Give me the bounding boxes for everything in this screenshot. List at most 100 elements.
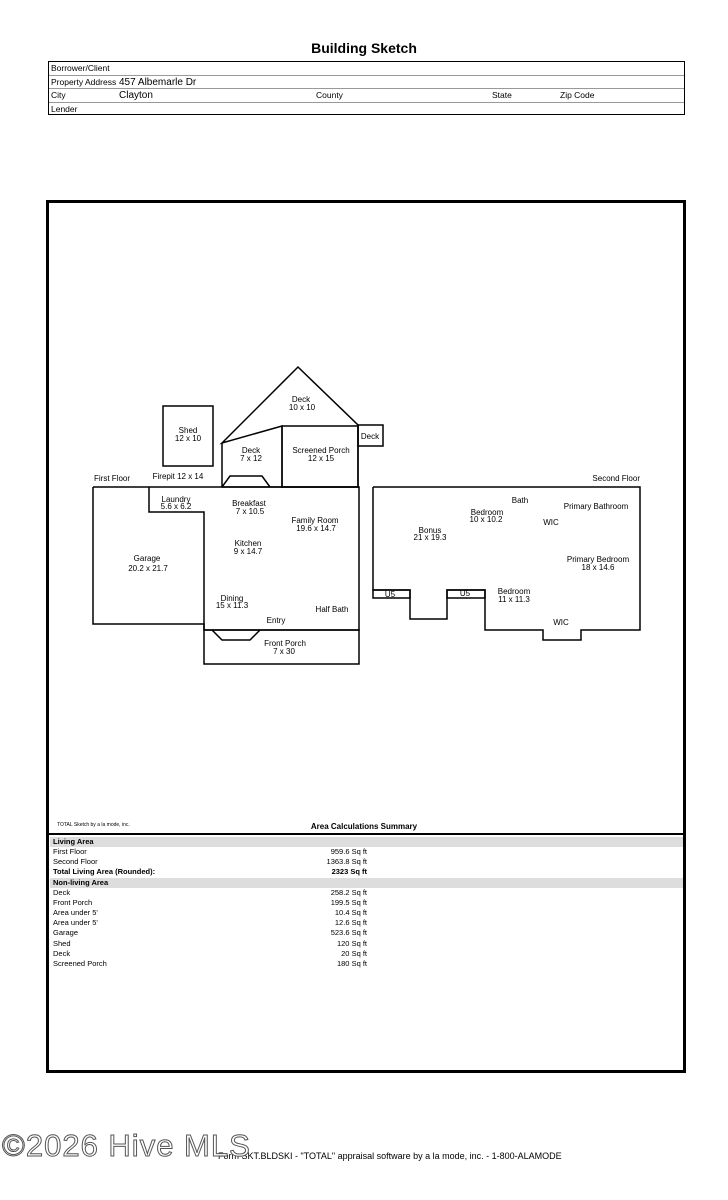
summary-title: Area Calculations Summary	[310, 822, 418, 831]
dining-bay	[211, 629, 261, 641]
row-value: 959.6 Sq ft	[330, 847, 367, 856]
borrower-label: Borrower/Client	[51, 63, 110, 73]
laundry-dim: 5.6 x 6.2	[161, 502, 192, 511]
garage-dim: 20.2 x 21.7	[128, 564, 168, 573]
summary-row: First Floor 959.6 Sq ft	[50, 847, 683, 857]
city-label: City	[51, 90, 66, 100]
bedroom1-label: Bedroom	[471, 508, 504, 517]
wic1-label: WIC	[543, 518, 559, 527]
deck-mid-dim: 7 x 12	[240, 454, 262, 463]
laundry-label: Laundry	[162, 495, 191, 504]
garage-label: Garage	[134, 554, 161, 563]
shed-outline	[162, 405, 214, 467]
row-value: 120 Sq ft	[336, 938, 367, 948]
shed-label: Shed	[179, 426, 198, 435]
row-value: 1363.8 Sq ft	[326, 857, 367, 867]
summary-row: Screened Porch 180 Sq ft	[50, 959, 683, 969]
bonus-label: Bonus	[419, 526, 442, 535]
summary-row: Shed 120 Sq ft	[50, 939, 683, 949]
sketch-frame	[46, 200, 686, 1073]
row-name: Total Living Area (Rounded):	[53, 867, 156, 877]
row-name: Deck	[53, 887, 71, 897]
header-table: Borrower/Client Property Address 457 Alb…	[48, 61, 685, 115]
second-floor-outline	[372, 486, 641, 641]
borrower-row: Borrower/Client	[49, 62, 684, 76]
kitchen-label: Kitchen	[235, 539, 262, 548]
summary-row: Second Floor 1363.8 Sq ft	[50, 857, 683, 867]
row-value: 12.6 Sq ft	[334, 918, 367, 928]
u5-area-1	[372, 589, 411, 599]
row-value: 20 Sq ft	[341, 948, 367, 958]
city-row: City Clayton County State Zip Code	[49, 89, 684, 103]
u5-area-2	[446, 589, 486, 599]
screened-dim: 12 x 15	[308, 454, 335, 463]
family-dim: 19.6 x 14.7	[296, 524, 336, 533]
primary-bed-label: Primary Bedroom	[567, 555, 630, 564]
row-value: 10.4 Sq ft	[334, 907, 367, 917]
breakfast-dim: 7 x 10.5	[236, 507, 265, 516]
deck-outline	[219, 365, 359, 488]
row-name: Area under 5'	[53, 918, 98, 928]
row-name: First Floor	[53, 847, 87, 856]
row-value: 258.2 Sq ft	[330, 887, 367, 897]
first-floor-label: First Floor	[94, 474, 130, 483]
garage-wall	[148, 487, 205, 630]
row-name: Area under 5'	[53, 907, 98, 917]
row-name: Screened Porch	[53, 958, 107, 968]
entry-label: Entry	[267, 616, 286, 625]
bath-label: Bath	[512, 496, 528, 505]
page-title: Building Sketch	[311, 40, 417, 56]
address-value: 457 Albemarle Dr	[119, 76, 197, 88]
bedroom2-dim: 11 x 11.3	[498, 595, 530, 604]
summary-row: Area under 5' 12.6 Sq ft	[50, 918, 683, 928]
lender-row: Lender	[49, 103, 684, 117]
row-value: 523.6 Sq ft	[330, 928, 367, 938]
frontporch-dim: 7 x 30	[273, 647, 295, 656]
wic2-label: WIC	[553, 618, 569, 627]
dining-label: Dining	[221, 594, 244, 603]
frontporch-label: Front Porch	[264, 639, 306, 648]
primary-bed-dim: 18 x 14.6	[582, 563, 615, 572]
breakfast-bay	[221, 475, 271, 488]
bedroom1-dim: 10 x 10.2	[470, 515, 503, 524]
front-porch-outline	[203, 629, 360, 665]
row-name: Shed	[53, 938, 71, 948]
screened-label: Screened Porch	[292, 446, 349, 455]
form-footer: Form SKT.BLDSKI - "TOTAL" appraisal soft…	[218, 1151, 562, 1161]
row-name: Second Floor	[53, 857, 98, 867]
row-value: 180 Sq ft	[336, 958, 367, 968]
family-label: Family Room	[291, 516, 338, 525]
row-value: 2323 Sq ft	[331, 867, 367, 877]
summary-row: Deck 258.2 Sq ft	[50, 888, 683, 898]
deck-small-label: Deck	[361, 432, 380, 441]
bedroom2-label: Bedroom	[498, 587, 531, 596]
address-label: Property Address	[51, 76, 117, 87]
county-label: County	[316, 90, 343, 100]
halfbath-label: Half Bath	[316, 605, 349, 614]
watermark: ©2026 Hive MLS	[2, 1128, 251, 1164]
row-name: Front Porch	[53, 897, 93, 907]
deck-mid-label: Deck	[242, 446, 261, 455]
lender-label: Lender	[51, 103, 78, 114]
deck-top-label: Deck	[292, 395, 311, 404]
second-floor-label: Second Floor	[592, 474, 640, 483]
non-living-area-heading: Non-living Area	[50, 877, 683, 888]
summary-divider	[49, 833, 683, 835]
dining-dim: 15 x 11.3	[216, 601, 249, 610]
bonus-dim: 21 x 19.3	[414, 533, 447, 542]
firepit-label: Firepit 12 x 14	[153, 472, 204, 481]
city-value: Clayton	[119, 90, 153, 101]
address-row: Property Address 457 Albemarle Dr	[49, 76, 684, 89]
zip-label: Zip Code	[560, 90, 595, 100]
state-label: State	[492, 90, 512, 100]
breakfast-label: Breakfast	[232, 499, 267, 508]
u5a-label: U5	[385, 590, 396, 599]
u5b-label: U5	[460, 589, 471, 598]
kitchen-dim: 9 x 14.7	[234, 547, 263, 556]
summary-row: Area under 5' 10.4 Sq ft	[50, 908, 683, 918]
